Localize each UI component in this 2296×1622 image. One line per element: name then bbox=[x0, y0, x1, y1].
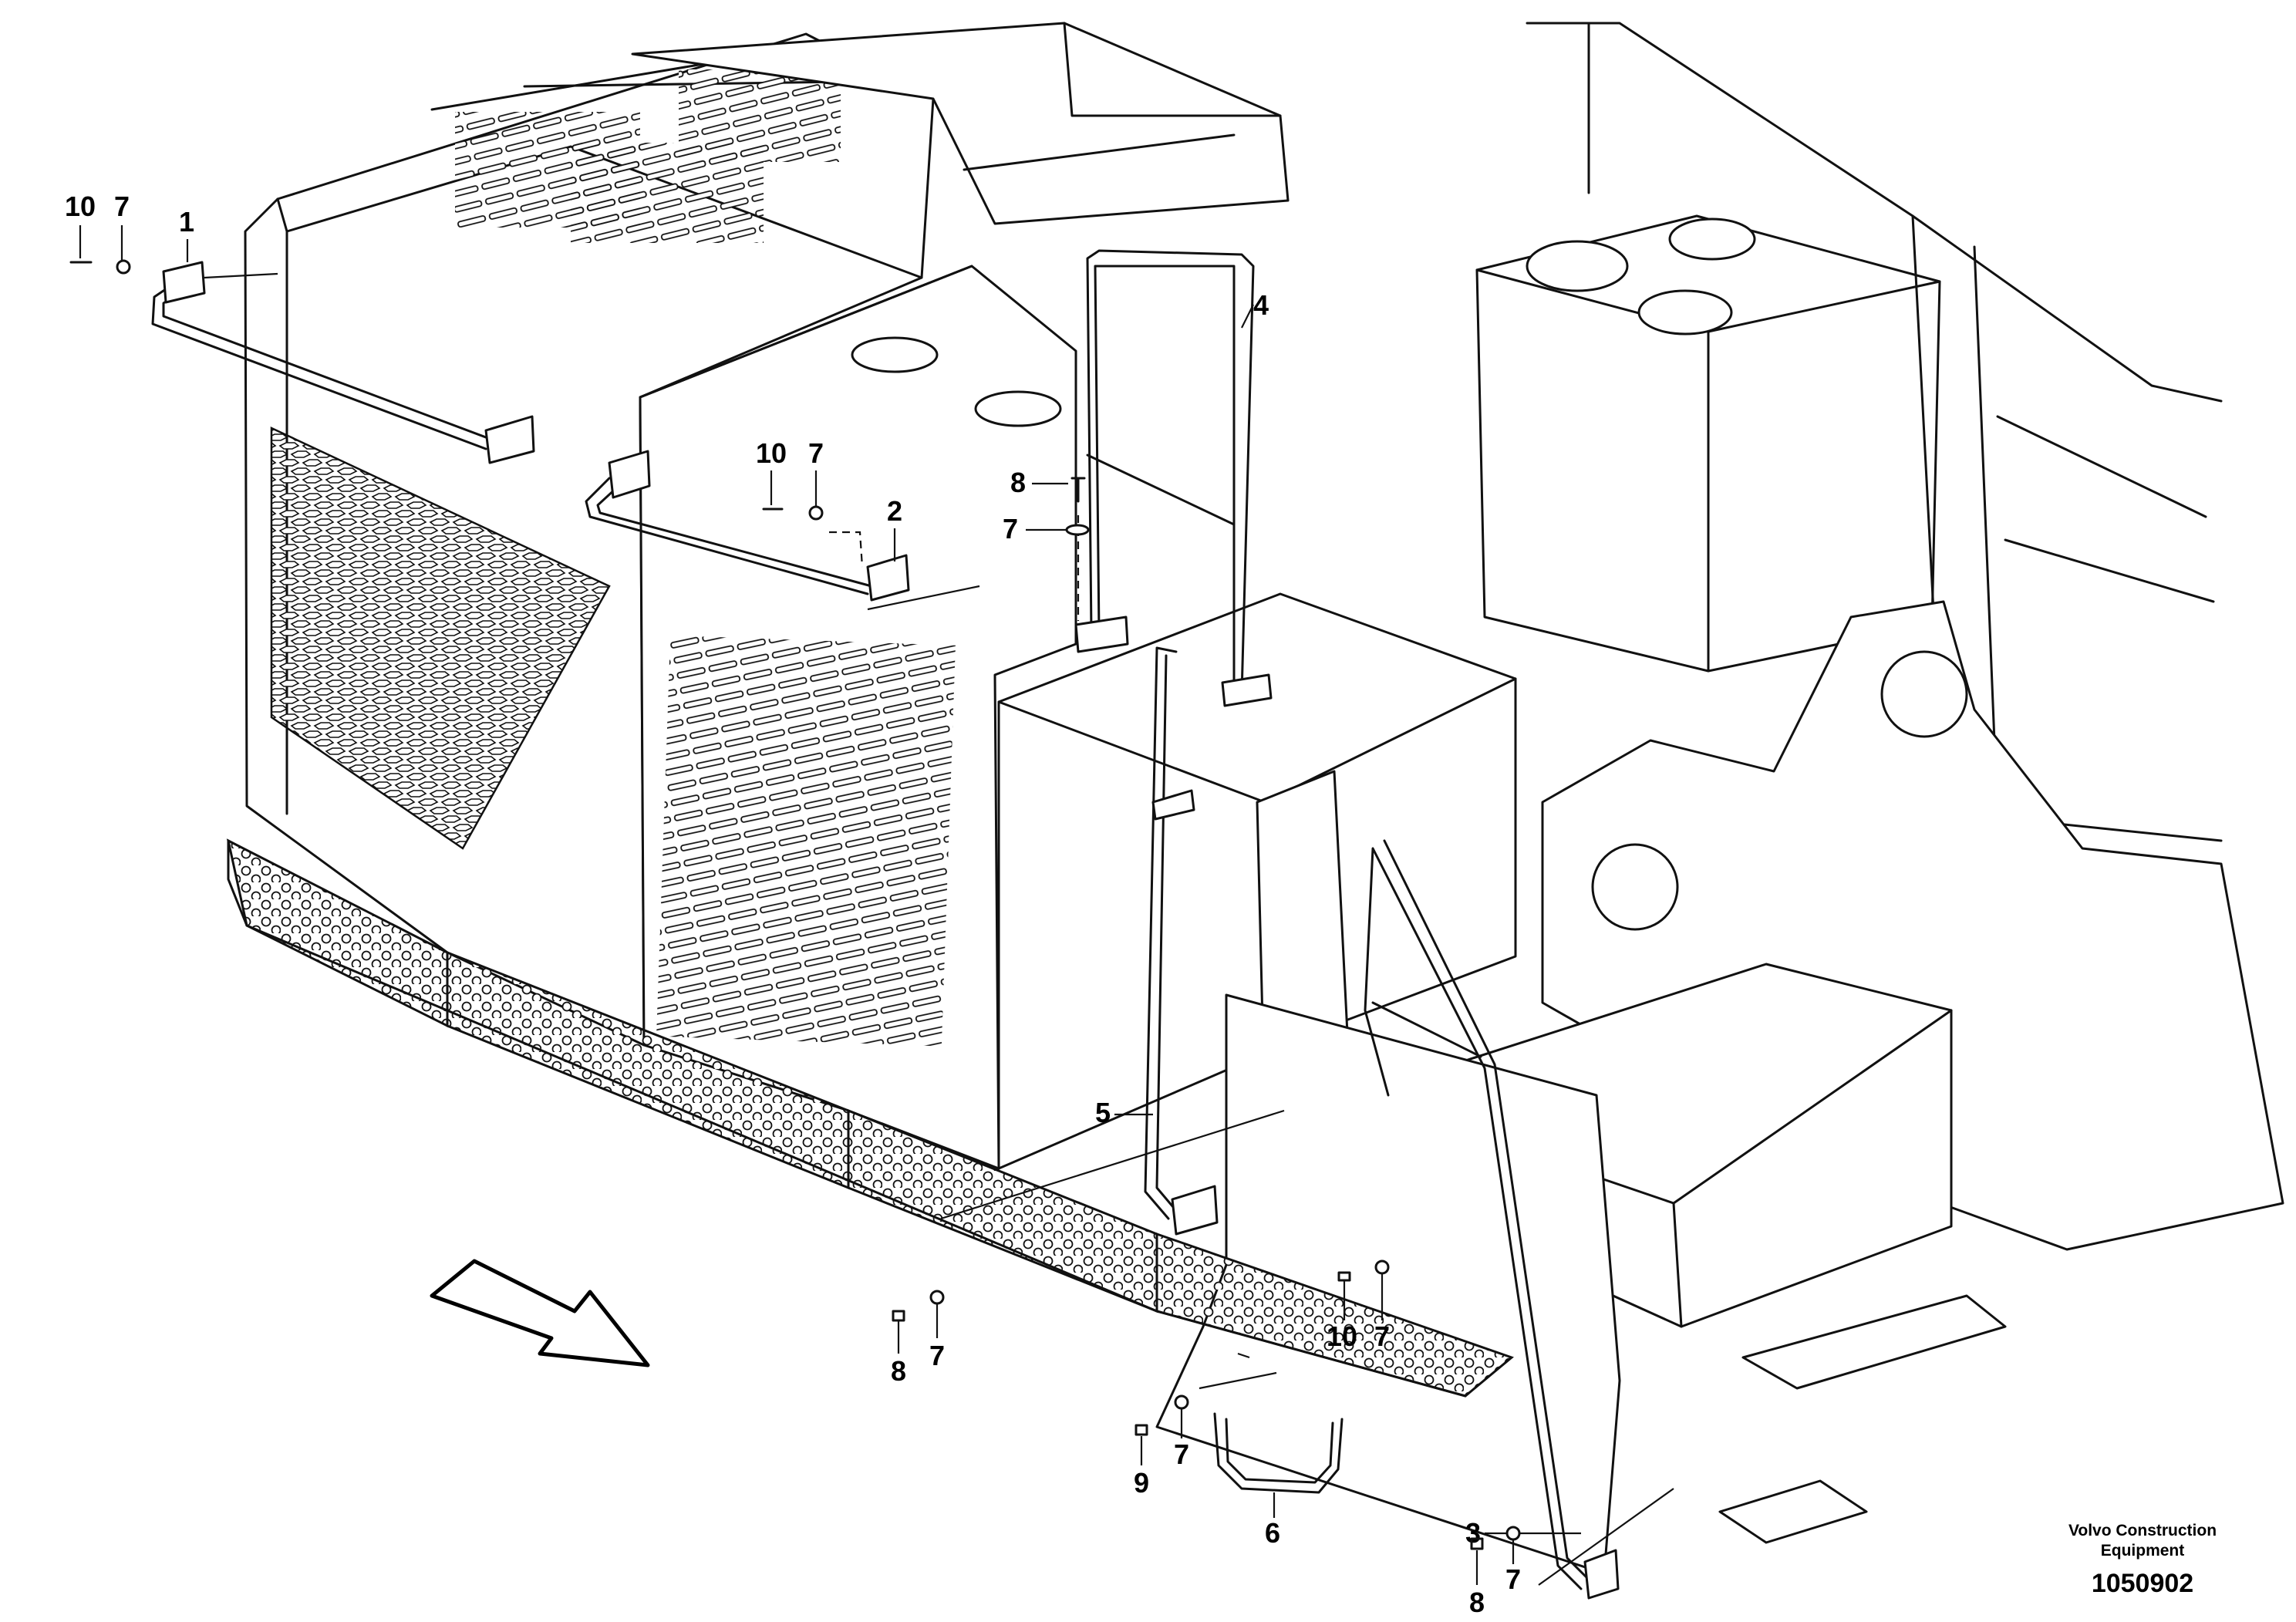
hydraulic-tank bbox=[1475, 214, 1941, 673]
svg-text:2: 2 bbox=[887, 495, 902, 527]
svg-text:8: 8 bbox=[1010, 467, 1026, 498]
handrail-4 bbox=[1074, 249, 1273, 707]
callout-10c: 10 bbox=[1327, 1271, 1357, 1352]
svg-text:10: 10 bbox=[756, 437, 787, 469]
callout-7d: 7 bbox=[929, 1290, 945, 1371]
handrail-1 bbox=[151, 261, 535, 464]
svg-text:3: 3 bbox=[1465, 1517, 1481, 1549]
callout-7e: 7 bbox=[1374, 1259, 1390, 1352]
callout-7c: 7 bbox=[1003, 513, 1090, 545]
callout-8b: 8 bbox=[891, 1310, 906, 1387]
handrail-2 bbox=[585, 450, 910, 602]
callout-8c: 8 bbox=[1469, 1537, 1485, 1618]
callout-7g: 7 bbox=[1505, 1526, 1521, 1595]
callout-7b: 7 bbox=[808, 437, 824, 521]
callout-7a: 7 bbox=[114, 191, 131, 275]
top-rear-cover bbox=[631, 22, 1290, 225]
svg-text:1: 1 bbox=[179, 206, 194, 238]
svg-text:10: 10 bbox=[1327, 1320, 1357, 1352]
svg-text:8: 8 bbox=[1469, 1587, 1485, 1618]
callout-2: 2 bbox=[887, 495, 902, 561]
callout-4: 4 bbox=[1241, 289, 1269, 329]
handrail-6 bbox=[1213, 1412, 1344, 1494]
svg-text:9: 9 bbox=[1134, 1467, 1149, 1499]
callout-8a: 8 bbox=[1010, 467, 1086, 503]
svg-text:10: 10 bbox=[65, 191, 96, 222]
forward-direction-arrow-icon bbox=[430, 1259, 650, 1367]
callout-7f: 7 bbox=[1174, 1394, 1189, 1470]
cab-frame bbox=[1526, 22, 2223, 842]
callout-5: 5 bbox=[1095, 1097, 1153, 1128]
handrail-3 bbox=[1364, 839, 1620, 1600]
svg-text:7: 7 bbox=[1374, 1320, 1390, 1352]
svg-text:7: 7 bbox=[1003, 513, 1018, 545]
callout-3: 3 bbox=[1465, 1517, 1581, 1549]
callout-9: 9 bbox=[1134, 1424, 1149, 1499]
svg-text:4: 4 bbox=[1253, 289, 1269, 321]
mid-cover bbox=[639, 265, 1077, 1170]
svg-text:7: 7 bbox=[929, 1340, 945, 1371]
rear-step bbox=[1718, 1294, 2007, 1544]
svg-text:7: 7 bbox=[1174, 1438, 1189, 1470]
svg-text:7: 7 bbox=[114, 191, 130, 222]
svg-text:5: 5 bbox=[1095, 1097, 1111, 1128]
publisher-credit: Volvo Construction Equipment bbox=[2068, 1522, 2217, 1560]
callout-10a: 10 bbox=[65, 191, 96, 264]
callout-10b: 10 bbox=[756, 437, 787, 511]
figure-number: 1050902 bbox=[2091, 1569, 2194, 1598]
svg-text:7: 7 bbox=[808, 437, 824, 469]
callout-6: 6 bbox=[1265, 1492, 1280, 1549]
handrail-5 bbox=[1144, 646, 1219, 1236]
svg-text:7: 7 bbox=[1505, 1563, 1521, 1595]
callout-1: 1 bbox=[179, 206, 194, 262]
svg-text:8: 8 bbox=[891, 1355, 906, 1387]
side-hex-grille bbox=[270, 427, 611, 850]
svg-text:6: 6 bbox=[1265, 1517, 1280, 1549]
